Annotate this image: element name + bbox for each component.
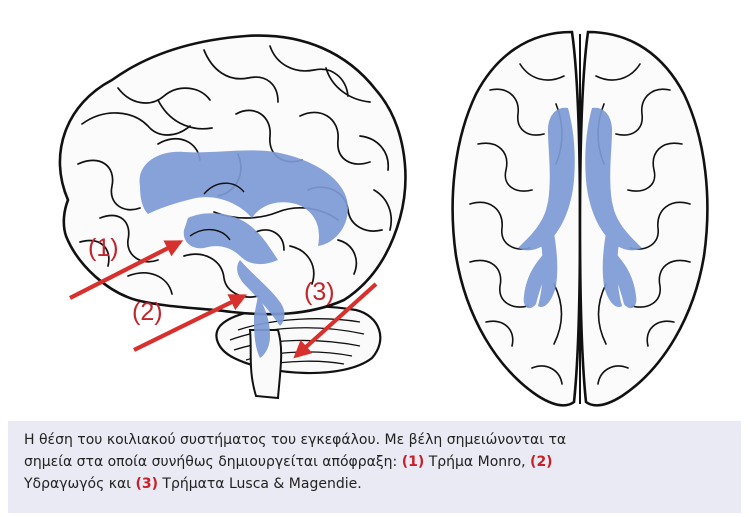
label-1: (1) bbox=[88, 234, 119, 262]
caption-line-2-text: σημεία στα οποία συνήθως δημιουργείται α… bbox=[24, 454, 402, 470]
caption-mark-3: (3) bbox=[135, 476, 158, 492]
brain-diagram: (1) (2) (3) bbox=[8, 4, 741, 416]
cerebellum bbox=[216, 306, 380, 373]
caption-term-2: Υδραγωγός και bbox=[24, 476, 135, 492]
caption-term-3: Τρήματα Lusca & Magendie. bbox=[158, 476, 362, 492]
lateral-brain-view bbox=[60, 36, 405, 398]
brain-figure: (1) (2) (3) bbox=[8, 4, 741, 416]
superior-brain-view bbox=[453, 32, 708, 405]
caption-line-1: Η θέση του κοιλιακού συστήματος του εγκε… bbox=[24, 429, 731, 451]
caption-mark-1: (1) bbox=[402, 454, 425, 470]
label-3: (3) bbox=[304, 278, 335, 306]
caption-mark-2: (2) bbox=[530, 454, 553, 470]
caption-line-2: σημεία στα οποία συνήθως δημιουργείται α… bbox=[24, 451, 731, 473]
figure-caption: Η θέση του κοιλιακού συστήματος του εγκε… bbox=[8, 421, 741, 513]
caption-line-3: Υδραγωγός και (3) Τρήματα Lusca & Magend… bbox=[24, 473, 731, 495]
caption-term-1: Τρήμα Monro, bbox=[424, 454, 530, 470]
label-2: (2) bbox=[132, 298, 163, 326]
